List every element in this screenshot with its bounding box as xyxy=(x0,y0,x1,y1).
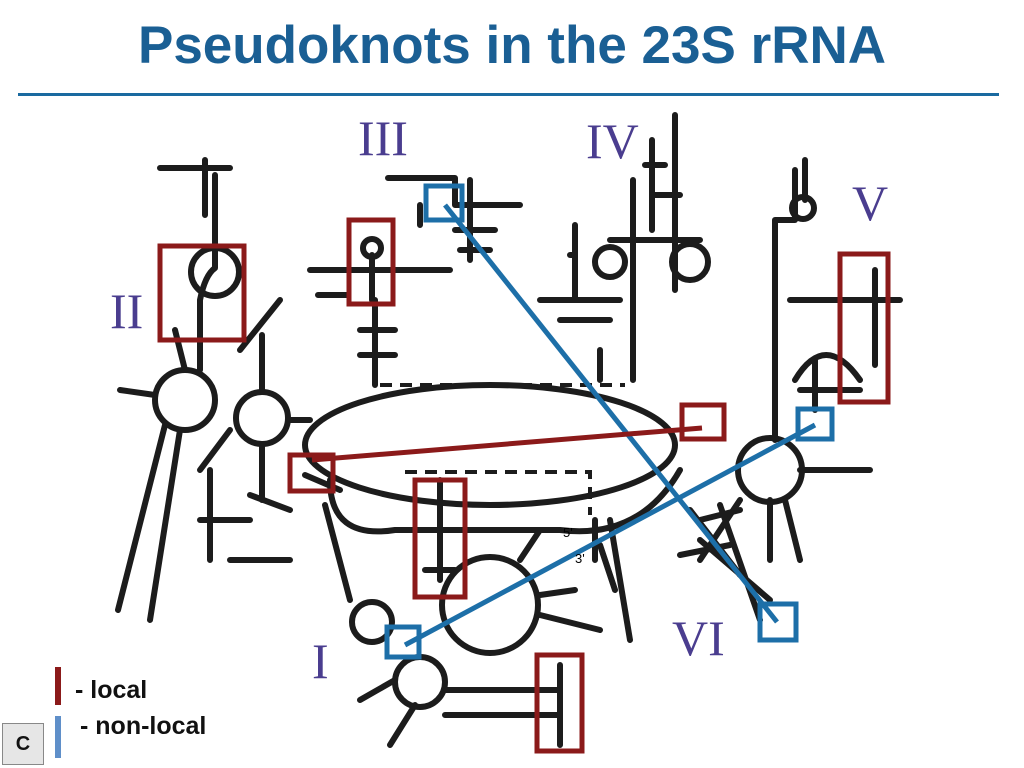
domain-ii-multiloop xyxy=(152,367,218,433)
domain-iii-stem xyxy=(357,297,398,388)
nonlocal-box-domain-vi xyxy=(757,601,799,643)
domain-v-right-stems xyxy=(787,267,903,413)
local-box-domain-ii xyxy=(157,243,247,343)
five-prime-label: 5' xyxy=(563,525,573,540)
three-prime-label: 3' xyxy=(575,551,585,566)
domain-iv-left-arms xyxy=(537,222,623,383)
domain-iii-hairpin xyxy=(360,236,384,260)
domain-iv-loop-left xyxy=(592,244,628,280)
central-loop-extension xyxy=(327,467,683,535)
domain-ii-bottom-branches xyxy=(197,467,293,563)
domain-label-i: I xyxy=(312,633,329,689)
domain-ii-main-stem xyxy=(197,172,218,373)
domain-i-upper-left xyxy=(302,472,353,603)
domain-vi-stems xyxy=(677,502,763,623)
domain-v-main-stem xyxy=(772,157,808,443)
local-box-domain-v xyxy=(837,251,891,405)
domain-iii-top xyxy=(385,175,523,263)
domain-label-vi: VI xyxy=(672,610,725,666)
domain-i-lower-stems xyxy=(357,662,563,748)
nonlocal-box-domain-i xyxy=(384,624,422,660)
nonlocal-box-domain-v xyxy=(795,406,835,442)
nonlocal-box-domain-iii xyxy=(423,183,465,223)
legend-local-swatch xyxy=(55,667,61,705)
domain-label-ii: II xyxy=(110,283,143,339)
legend-nonlocal-label: - non-local xyxy=(80,712,207,740)
local-pseudoknot-boxes xyxy=(157,217,891,754)
nonlocal-link-iii-vi xyxy=(443,203,779,624)
dashed-connectors xyxy=(380,383,625,515)
domain-ii-lower-stems xyxy=(115,297,283,623)
legend-nonlocal-swatch xyxy=(55,716,61,758)
slide-title: Pseudoknots in the 23S rRNA xyxy=(137,16,887,75)
domain-iv-top xyxy=(642,137,683,233)
local-links xyxy=(311,425,703,463)
rna-outline xyxy=(115,112,903,748)
local-box-domain-i-upper xyxy=(412,477,468,600)
domain-ii-junction xyxy=(233,389,291,447)
domain-v-lower-stems xyxy=(697,467,873,563)
domain-i-right-arms xyxy=(592,517,633,643)
nonlocal-pseudoknot-boxes xyxy=(384,183,835,660)
local-box-domain-i-lower xyxy=(534,652,585,754)
domain-ii-right-stems xyxy=(197,332,313,503)
local-box-central-left xyxy=(287,452,336,494)
title-underline xyxy=(18,93,999,96)
domain-v-hairpin xyxy=(789,194,817,222)
domain-label-v: V xyxy=(852,175,888,231)
domain-labels: I II III IV V VI xyxy=(110,110,888,689)
domain-label-iii: III xyxy=(358,110,408,166)
domain-ii-top-branch xyxy=(157,157,233,218)
local-box-central-right xyxy=(679,402,727,442)
nonlocal-link-i-v xyxy=(403,422,817,648)
domain-i-lower-loop xyxy=(392,654,448,710)
domain-v-inner-loop xyxy=(792,352,863,383)
slide-corner-tag: C xyxy=(2,723,44,765)
local-link-central xyxy=(311,425,703,463)
domain-iii-upper xyxy=(307,252,453,303)
dashed-connector-lower xyxy=(405,470,592,515)
domain-iv-loop-right xyxy=(669,241,711,283)
domain-i-loop xyxy=(439,554,541,656)
legend-local-label: - local xyxy=(75,676,148,704)
nonlocal-links xyxy=(403,203,817,648)
domain-label-iv: IV xyxy=(586,113,639,169)
local-box-domain-iii xyxy=(346,217,396,307)
domain-i-side-loop xyxy=(349,599,395,645)
domain-i-stems xyxy=(417,477,603,633)
domain-iii-arms xyxy=(452,227,498,253)
